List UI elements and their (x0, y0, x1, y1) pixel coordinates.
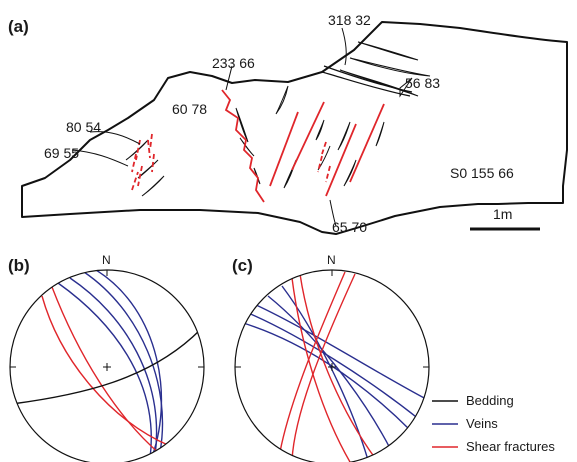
annotation-233-66: 233 66 (212, 55, 255, 71)
shear-fractures (131, 89, 385, 203)
vein-great-circle-c2 (245, 311, 421, 421)
shear-great-circle-c3 (279, 271, 346, 453)
vein-great-circle-b4 (95, 270, 163, 462)
annotation-56-83: 56 83 (405, 75, 440, 91)
vein-great-circle-b3 (83, 271, 164, 453)
shear-great-circle-c4 (291, 273, 356, 461)
leader-lines (71, 27, 347, 227)
legend-label-bedding: Bedding (466, 393, 514, 408)
vein-great-circle-b2 (69, 277, 158, 457)
north-label-c: N (327, 253, 336, 267)
stereonet-b-ticks (10, 270, 204, 371)
shear-great-circle-b2 (51, 286, 161, 455)
vein-lenses (125, 41, 431, 197)
outcrop-outline (21, 21, 568, 235)
legend-label-shear-fractures: Shear fractures (466, 439, 555, 454)
shear-great-circle-b1 (41, 295, 171, 447)
bedding-line-1 (321, 71, 411, 97)
vein-great-circle-c4 (267, 295, 393, 453)
annotation-60-78: 60 78 (172, 101, 207, 117)
annotation-69-55: 69 55 (44, 145, 79, 161)
annotation-80-54: 80 54 (66, 119, 101, 135)
annotation-65-70: 65 70 (332, 219, 367, 235)
annotation-s0-155-66: S0 155 66 (450, 165, 514, 181)
bedding-great-circle-b (11, 329, 201, 405)
panel-a-label: (a) (8, 17, 29, 36)
panel-b: (b) N (8, 253, 205, 462)
scale-bar-label: 1m (493, 206, 512, 222)
stereonet-c-ticks (235, 270, 429, 371)
north-label-b: N (102, 253, 111, 267)
annotation-318-32: 318 32 (328, 12, 371, 28)
panel-c-label: (c) (232, 256, 253, 275)
vein-great-circle-b1 (57, 282, 152, 459)
panel-a: (a) (8, 12, 568, 235)
vein-great-circle-c3 (253, 303, 429, 401)
panel-b-label: (b) (8, 256, 30, 275)
panel-c: (c) N (232, 253, 430, 462)
legend: Bedding Veins Shear fractures (432, 393, 555, 454)
legend-label-veins: Veins (466, 416, 498, 431)
shear-great-circle-c2 (299, 273, 376, 459)
